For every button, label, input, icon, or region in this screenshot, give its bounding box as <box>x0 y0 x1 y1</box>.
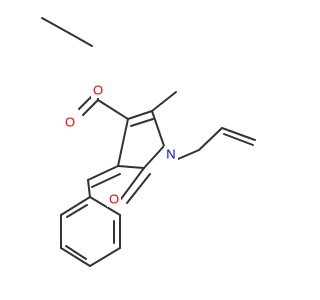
atom-label-n-ring: N <box>166 147 175 162</box>
ester-c-ring-bond <box>97 99 129 120</box>
exocyclic-double-bond-2 <box>91 173 121 188</box>
methyl-bond <box>151 91 177 112</box>
o-ether-bg <box>91 82 105 98</box>
allyl-ch-ch2-double-bond-2 <box>223 133 254 146</box>
lactam-co-bond <box>120 167 145 200</box>
atom-label-o-lactam: O <box>109 192 119 207</box>
ethyl-ch3-ch2-bond <box>41 17 70 34</box>
ring-c3-c2-double-bond-2 <box>130 118 154 127</box>
ring-c4-c3-bond <box>117 118 129 167</box>
molecule-structure: O O N O <box>41 17 256 267</box>
phenyl-inner-double-2 <box>65 245 87 260</box>
phenyl-inner-double-3 <box>66 204 88 218</box>
benzylidene-phenyl-bond <box>87 179 91 198</box>
phenyl-bond-3 <box>89 247 121 267</box>
ring-c5-c4-bond <box>117 165 145 169</box>
phenyl-bond-4 <box>60 247 91 267</box>
allyl-ch2-ch-bond <box>198 127 223 151</box>
bond-layer <box>41 17 256 267</box>
ester-carbonyl-c-bond-2 <box>78 94 94 110</box>
phenyl-bond-1 <box>89 196 121 216</box>
exocyclic-double-bond <box>87 165 119 181</box>
n-ring-bg <box>164 146 178 162</box>
ring-c3-c2-double-bond <box>127 110 153 120</box>
ethyl-ch2-o-bond <box>68 32 93 47</box>
phenyl-bond-6 <box>60 196 91 216</box>
atom-label-o-ester-carbonyl: O <box>65 115 75 130</box>
allyl-n-ch2-bond <box>177 149 200 160</box>
o-ester-carbonyl-bg <box>63 114 77 130</box>
lactam-co-bond-2 <box>126 173 151 204</box>
atom-label-layer: O O N O <box>63 82 178 207</box>
atom-label-o-ether: O <box>93 83 103 98</box>
o-lactam-bg <box>107 191 121 207</box>
ring-n-c5-bond <box>143 145 165 169</box>
allyl-ch-ch2-double-bond <box>221 127 256 141</box>
molecule-canvas: O O N O <box>41 17 256 267</box>
ring-c2-n-bond <box>151 110 165 147</box>
ester-carbonyl-c-bond <box>82 99 99 116</box>
